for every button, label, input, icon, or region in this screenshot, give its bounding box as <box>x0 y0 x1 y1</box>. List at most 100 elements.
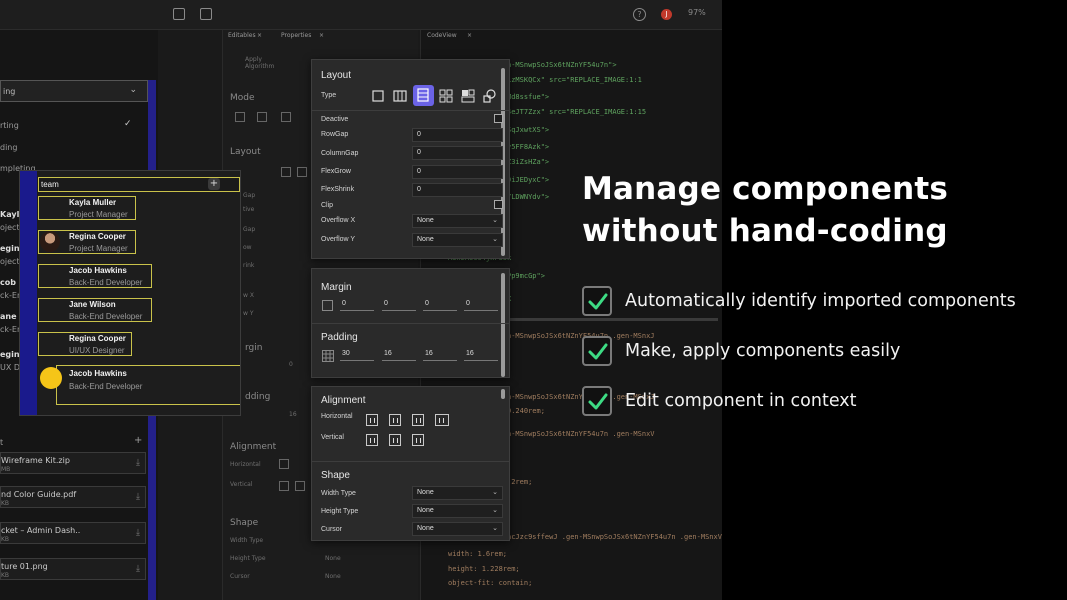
list-item[interactable]: Regina Cooper Project Manager <box>38 230 238 262</box>
frame-icon[interactable] <box>173 8 185 20</box>
shape-layout-icon[interactable] <box>483 89 497 103</box>
align-center-button[interactable] <box>389 414 401 426</box>
user-avatar[interactable]: J <box>661 9 672 20</box>
list-item[interactable]: Jacob Hawkins Back-End Developer <box>38 264 238 296</box>
mixed-layout-icon[interactable] <box>461 89 475 103</box>
help-icon[interactable]: ? <box>633 8 646 21</box>
mode-option-icon[interactable] <box>235 112 245 122</box>
file-item[interactable]: cket – Admin Dash.. KB ⤓ <box>0 522 146 544</box>
sidebar-item[interactable]: rting <box>0 121 19 130</box>
padding-bottom-input[interactable]: 16 <box>423 350 457 361</box>
layout-option-icon[interactable] <box>281 167 291 177</box>
width-type-label: Width Type <box>230 537 264 544</box>
align-right-button[interactable] <box>412 414 424 426</box>
scrollbar[interactable] <box>501 389 505 399</box>
list-item[interactable]: Jacob Hawkins Back-End Developer <box>38 367 238 399</box>
link-mode-icon[interactable] <box>281 112 291 122</box>
mode-label: Mode <box>230 93 255 103</box>
side-label: ow <box>243 244 252 251</box>
flexgrow-input[interactable]: 0 <box>412 165 503 179</box>
file-item[interactable]: ture 01.png KB ⤓ <box>0 558 146 580</box>
list-item[interactable]: Kayla Muller Project Manager <box>38 196 238 228</box>
image-mode-icon[interactable] <box>257 112 267 122</box>
align-between-button[interactable] <box>435 414 449 426</box>
peek-role: UX De <box>0 363 25 372</box>
code-line: Jzc9sffewJ .gen-MSnwpSoJSx6tNZnYF54u7n .… <box>448 392 655 401</box>
chevron-down-icon: ⌄ <box>492 525 498 532</box>
margin-left-input[interactable]: 0 <box>464 300 498 311</box>
cursor-select[interactable]: None⌄ <box>412 522 503 536</box>
download-icon[interactable]: ⤓ <box>136 564 140 574</box>
select-value[interactable]: None <box>325 573 341 580</box>
align-left-button[interactable] <box>366 414 378 426</box>
deactive-checkbox[interactable] <box>494 114 503 123</box>
tab-codeview[interactable]: CodeView <box>427 32 457 39</box>
sidebar-select[interactable]: ing ⌄ <box>0 80 148 102</box>
row-layout-button[interactable] <box>413 85 434 106</box>
clip-checkbox[interactable] <box>494 200 503 209</box>
tab-editables[interactable]: Editables <box>228 32 256 39</box>
align-option-icon[interactable] <box>279 481 289 491</box>
team-list-panel: team + Kayla Muller Project Manager Regi… <box>19 170 241 416</box>
add-member-icon[interactable]: + <box>208 178 220 190</box>
width-type-select[interactable]: None⌄ <box>412 486 503 500</box>
align-top-button[interactable] <box>366 434 378 446</box>
download-icon[interactable]: ⤓ <box>136 528 140 538</box>
field-label: FlexGrow <box>321 168 351 175</box>
chevron-down-icon: ⌄ <box>492 236 498 243</box>
list-item[interactable]: Regina Cooper UI/UX Designer <box>38 332 238 364</box>
value-text: 0 <box>289 361 293 368</box>
file-item[interactable]: nd Color Guide.pdf KB ⤓ <box>0 486 146 508</box>
list-item[interactable]: Jane Wilson Back-End Developer <box>38 298 238 330</box>
columngap-input[interactable]: 0 <box>412 146 503 160</box>
type-label: Type <box>321 92 337 99</box>
rowgap-input[interactable]: 0 <box>412 128 503 142</box>
apply-algorithm-label[interactable]: Apply Algorithm <box>245 56 275 70</box>
overflow-x-select[interactable]: None⌄ <box>412 214 503 228</box>
check-icon <box>588 293 608 310</box>
tab-close-icon[interactable]: × <box>257 32 263 39</box>
height-type-select[interactable]: None⌄ <box>412 504 503 518</box>
tab-properties[interactable]: Properties <box>281 32 312 39</box>
block-layout-icon[interactable] <box>371 89 385 103</box>
code-divider[interactable] <box>420 318 718 321</box>
tab-close-icon[interactable]: × <box>319 32 325 39</box>
side-label: w Y <box>243 310 254 317</box>
crop-icon[interactable] <box>200 8 212 20</box>
code-line: Jzc9sffewJ .gen-MSnwpSoJSx6tNZnYF54u7n .… <box>448 331 655 340</box>
vertical-label: Vertical <box>230 481 253 488</box>
margin-top-input[interactable]: 0 <box>340 300 374 311</box>
align-option-icon[interactable] <box>279 459 289 469</box>
row-layout-icon <box>417 88 429 102</box>
align-bottom-button[interactable] <box>412 434 424 446</box>
file-size: KB <box>1 572 10 579</box>
grid-layout-icon[interactable] <box>439 89 453 103</box>
padding-top-input[interactable]: 30 <box>340 350 374 361</box>
align-option-icon[interactable] <box>295 481 305 491</box>
column-layout-icon[interactable] <box>393 89 407 103</box>
margin-bottom-input[interactable]: 0 <box>423 300 457 311</box>
layout-option-icon[interactable] <box>297 167 307 177</box>
flexshrink-input[interactable]: 0 <box>412 183 503 197</box>
align-middle-button[interactable] <box>389 434 401 446</box>
overflow-y-select[interactable]: None⌄ <box>412 233 503 247</box>
tab-close-icon[interactable]: × <box>467 32 473 39</box>
chevron-down-icon: ⌄ <box>129 85 137 95</box>
download-icon[interactable]: ⤓ <box>136 492 140 502</box>
add-icon[interactable]: + <box>134 435 143 446</box>
zoom-level[interactable]: 97% <box>688 8 706 17</box>
sidebar-item[interactable]: ding <box>0 143 18 152</box>
team-search-input[interactable]: team <box>38 177 240 192</box>
team-accent-bar <box>20 171 37 415</box>
sidebar-item[interactable]: mpleting <box>0 164 36 173</box>
download-icon[interactable]: ⤓ <box>136 458 140 468</box>
scrollbar[interactable] <box>501 68 505 256</box>
file-name: nd Color Guide.pdf <box>1 490 77 499</box>
margin-right-input[interactable]: 0 <box>382 300 416 311</box>
padding-left-input[interactable]: 16 <box>464 350 498 361</box>
scrollbar[interactable] <box>501 273 505 377</box>
padding-right-input[interactable]: 16 <box>382 350 416 361</box>
selection-frame <box>38 264 152 288</box>
file-item[interactable]: Wireframe Kit.zip MB ⤓ <box>0 452 146 474</box>
select-value[interactable]: None <box>325 555 341 562</box>
